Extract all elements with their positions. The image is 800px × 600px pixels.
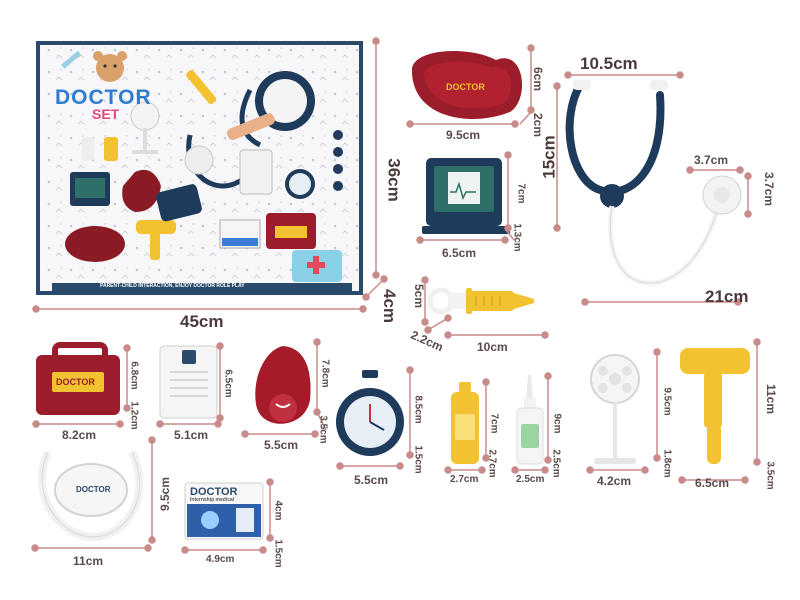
medical-bag bbox=[36, 342, 120, 415]
box-width-label: 45cm bbox=[180, 312, 224, 331]
hammer-height-label: 11cm bbox=[764, 383, 779, 415]
tray-depth-label: 2cm bbox=[531, 112, 546, 138]
mirror-height-label: 9.5cm bbox=[661, 387, 673, 416]
stethoscope bbox=[565, 80, 742, 286]
clipboard-height-label: 6.5cm bbox=[222, 369, 234, 398]
hammer-width-label: 6.5cm bbox=[695, 476, 730, 490]
bulb-width-label: 5.5cm bbox=[264, 438, 299, 452]
card-height-label: 4cm bbox=[272, 500, 284, 521]
monitor-height-label: 7cm bbox=[515, 183, 527, 204]
id-card bbox=[184, 482, 264, 540]
bp-bulb bbox=[255, 346, 311, 424]
bulb-depth-label: 3.5cm bbox=[317, 415, 329, 444]
stopwatch-width-label: 5.5cm bbox=[354, 473, 389, 487]
monitor-width-label: 6.5cm bbox=[442, 246, 477, 260]
card-width-label: 4.9cm bbox=[206, 554, 235, 565]
stethoscope-height-label: 15cm bbox=[539, 135, 559, 179]
hammer-depth-label: 3.5cm bbox=[764, 461, 776, 490]
monitor-depth-label: 1.3cm bbox=[511, 223, 523, 252]
stethoscope-tube-label: 21cm bbox=[705, 287, 749, 306]
bag-width-label: 8.2cm bbox=[62, 428, 97, 442]
mirror-depth-label: 1.8cm bbox=[661, 449, 673, 478]
stopwatch-depth-label: 1.5cm bbox=[412, 445, 424, 474]
box-height-label: 36cm bbox=[384, 158, 404, 202]
tray-height-label: 6cm bbox=[531, 66, 546, 92]
head-mirror bbox=[590, 354, 640, 464]
yellow-bottle-width-label: 2.7cm bbox=[450, 474, 479, 485]
white-bottle-height-label: 9cm bbox=[551, 413, 563, 434]
white-bottle bbox=[516, 375, 544, 465]
headband bbox=[38, 450, 144, 542]
toy-syringe bbox=[427, 287, 534, 315]
bag-height-label: 6.8cm bbox=[128, 361, 140, 390]
card-title: DOCTOR bbox=[190, 486, 238, 498]
box-dimension-lines bbox=[32, 37, 388, 313]
bag-depth-label: 1.2cm bbox=[128, 401, 140, 430]
toy-monitor bbox=[422, 158, 510, 234]
clipboard bbox=[159, 345, 218, 419]
card-depth-label: 1.5cm bbox=[272, 539, 284, 568]
clipboard-width-label: 5.1cm bbox=[174, 428, 209, 442]
syringe-height-label: 5cm bbox=[412, 283, 427, 309]
stopwatch-height-label: 8.5cm bbox=[412, 395, 424, 424]
bag-logo: DOCTOR bbox=[56, 377, 95, 387]
white-bottle-depth-label: 2.5cm bbox=[550, 449, 562, 478]
box-subtitle: SET bbox=[92, 106, 120, 122]
stopwatch bbox=[336, 370, 404, 456]
kidney-tray bbox=[411, 50, 523, 120]
bulb-height-label: 7.8cm bbox=[319, 359, 331, 388]
syringe-width-label: 10cm bbox=[477, 340, 508, 354]
headband-height-label: 9.5cm bbox=[158, 476, 173, 512]
packaged-box bbox=[36, 41, 363, 295]
card-subtitle: Internship medical bbox=[190, 497, 235, 503]
box-strip-text: PARENT-CHILD INTERACTION, ENJOY DOCTOR R… bbox=[100, 283, 245, 289]
chest-piece-width-label: 3.7cm bbox=[694, 153, 729, 167]
yellow-bottle-depth-label: 2.7cm bbox=[486, 449, 498, 478]
tray-width-label: 9.5cm bbox=[446, 128, 481, 142]
yellow-bottle bbox=[451, 382, 479, 464]
yellow-bottle-height-label: 7cm bbox=[488, 413, 500, 434]
reflex-hammer bbox=[680, 348, 750, 464]
headband-logo: DOCTOR bbox=[76, 485, 111, 494]
white-bottle-width-label: 2.5cm bbox=[516, 474, 545, 485]
box-depth-label: 4cm bbox=[380, 288, 400, 324]
box-title: DOCTOR bbox=[55, 86, 152, 109]
mirror-width-label: 4.2cm bbox=[597, 474, 632, 488]
chest-piece-height-label: 3.7cm bbox=[762, 171, 777, 207]
tray-logo: DOCTOR bbox=[446, 82, 485, 92]
stethoscope-width-label: 10.5cm bbox=[580, 54, 638, 73]
headband-width-label: 11cm bbox=[73, 554, 104, 568]
